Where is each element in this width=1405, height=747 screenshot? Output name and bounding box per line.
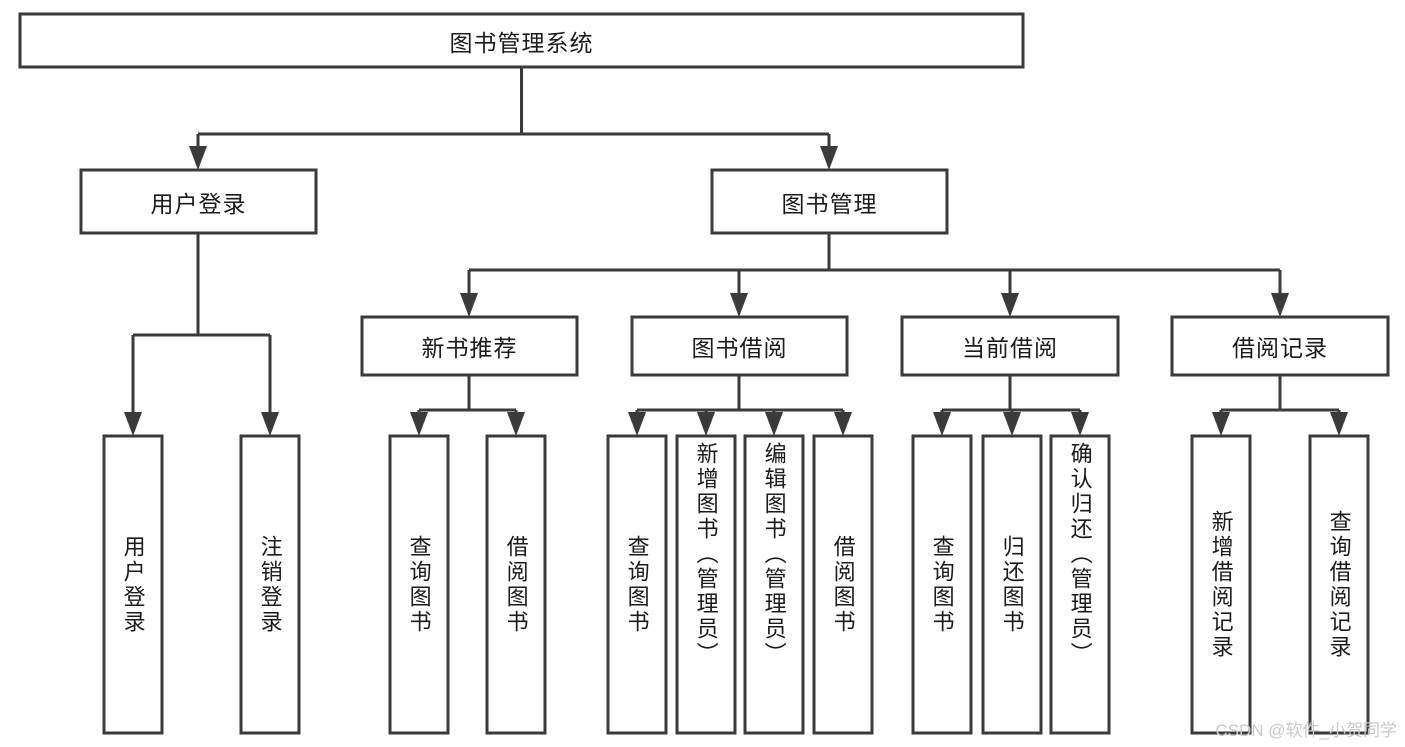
node-box-book-borrow[interactable]	[630, 315, 849, 377]
node-box-leaf-2[interactable]	[388, 434, 450, 735]
node-box-book-manage[interactable]	[710, 168, 949, 235]
arrow-head-bw-3	[765, 412, 783, 436]
arrow-head-to-book-manage	[820, 146, 838, 170]
connector-group-records	[1212, 375, 1348, 436]
node-box-borrow-record[interactable]	[1170, 315, 1390, 377]
connector-group-borrow	[628, 375, 852, 436]
node-box-leaf-11[interactable]	[1190, 434, 1252, 735]
arrow-head-bw-4	[834, 412, 852, 436]
node-box-current-borrow[interactable]	[900, 315, 1120, 377]
arrow-head-bw-1	[628, 412, 646, 436]
node-box-leaf-10[interactable]	[1049, 434, 1111, 735]
arrow-head-nb-2	[507, 412, 525, 436]
node-box-user-login[interactable]	[79, 168, 318, 235]
arrow-head-bw-2	[697, 412, 715, 436]
arrow-head-cb-3	[1071, 412, 1089, 436]
node-box-leaf-5[interactable]	[675, 434, 737, 735]
arrow-head-bm-4	[1271, 293, 1289, 317]
node-box-leaf-3[interactable]	[485, 434, 547, 735]
node-box-new-book-rec[interactable]	[360, 315, 579, 377]
arrow-head-bm-2	[730, 293, 748, 317]
connector-group-current-borrow	[933, 375, 1089, 436]
connector-group-user-login	[124, 233, 279, 436]
node-box-leaf-1[interactable]	[239, 434, 301, 735]
connector-group-new-book	[410, 375, 525, 436]
arrow-head-cb-2	[1003, 412, 1021, 436]
arrow-head-to-user-login	[189, 146, 207, 170]
arrow-head-ul-2	[261, 412, 279, 436]
arrow-head-nb-1	[410, 412, 428, 436]
node-box-leaf-9[interactable]	[981, 434, 1043, 735]
node-box-leaf-12[interactable]	[1308, 434, 1370, 735]
connector-group-book-manage	[460, 233, 1289, 317]
node-box-leaf-7[interactable]	[812, 434, 874, 735]
arrow-head-cb-1	[933, 412, 951, 436]
arrow-head-bm-1	[460, 293, 478, 317]
arrow-head-rc-2	[1330, 412, 1348, 436]
node-box-leaf-0[interactable]	[102, 434, 164, 735]
arrow-head-rc-1	[1212, 412, 1230, 436]
connector-group-root	[189, 67, 838, 170]
csdn-watermark: CSDN @软件_小贺同学	[1215, 721, 1397, 740]
node-box-root[interactable]	[18, 12, 1025, 69]
node-box-leaf-6[interactable]	[743, 434, 805, 735]
arrow-head-ul-1	[124, 412, 142, 436]
arrow-head-bm-3	[1001, 293, 1019, 317]
node-box-leaf-8[interactable]	[911, 434, 973, 735]
node-box-leaf-4[interactable]	[606, 434, 668, 735]
